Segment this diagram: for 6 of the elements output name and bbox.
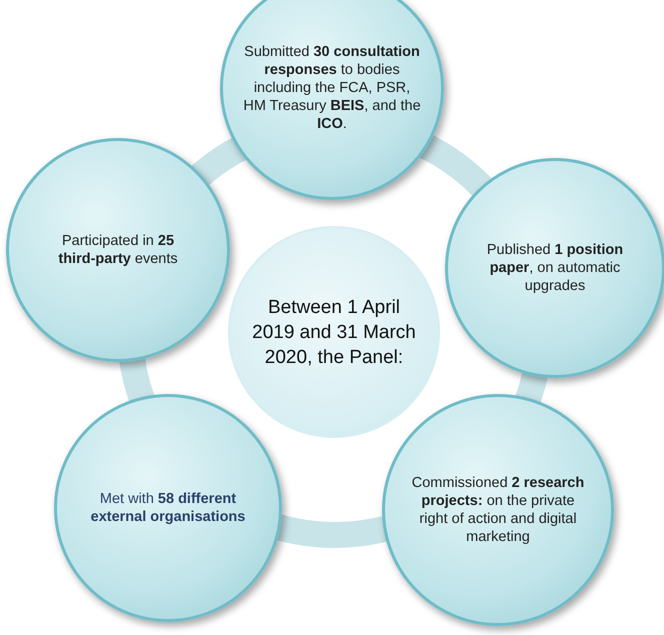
circle-text: Published 1 position paper, on automatic upgrades xyxy=(486,241,624,295)
circle-text: Participated in 25 third-party events xyxy=(57,232,179,268)
circle-text: Commissioned 2 research projects: on the private right of action and digital marketing xyxy=(410,474,586,546)
circle-text: Between 1 April 2019 and 31 March 2020, the Panel: xyxy=(251,296,417,370)
circle-text: Submitted 30 consultation responses to bodies including the FCA, PSR, HM Treasury BEIS, and the ICO. xyxy=(242,43,422,133)
circle-text: Met with 58 different external organisations xyxy=(90,490,246,526)
